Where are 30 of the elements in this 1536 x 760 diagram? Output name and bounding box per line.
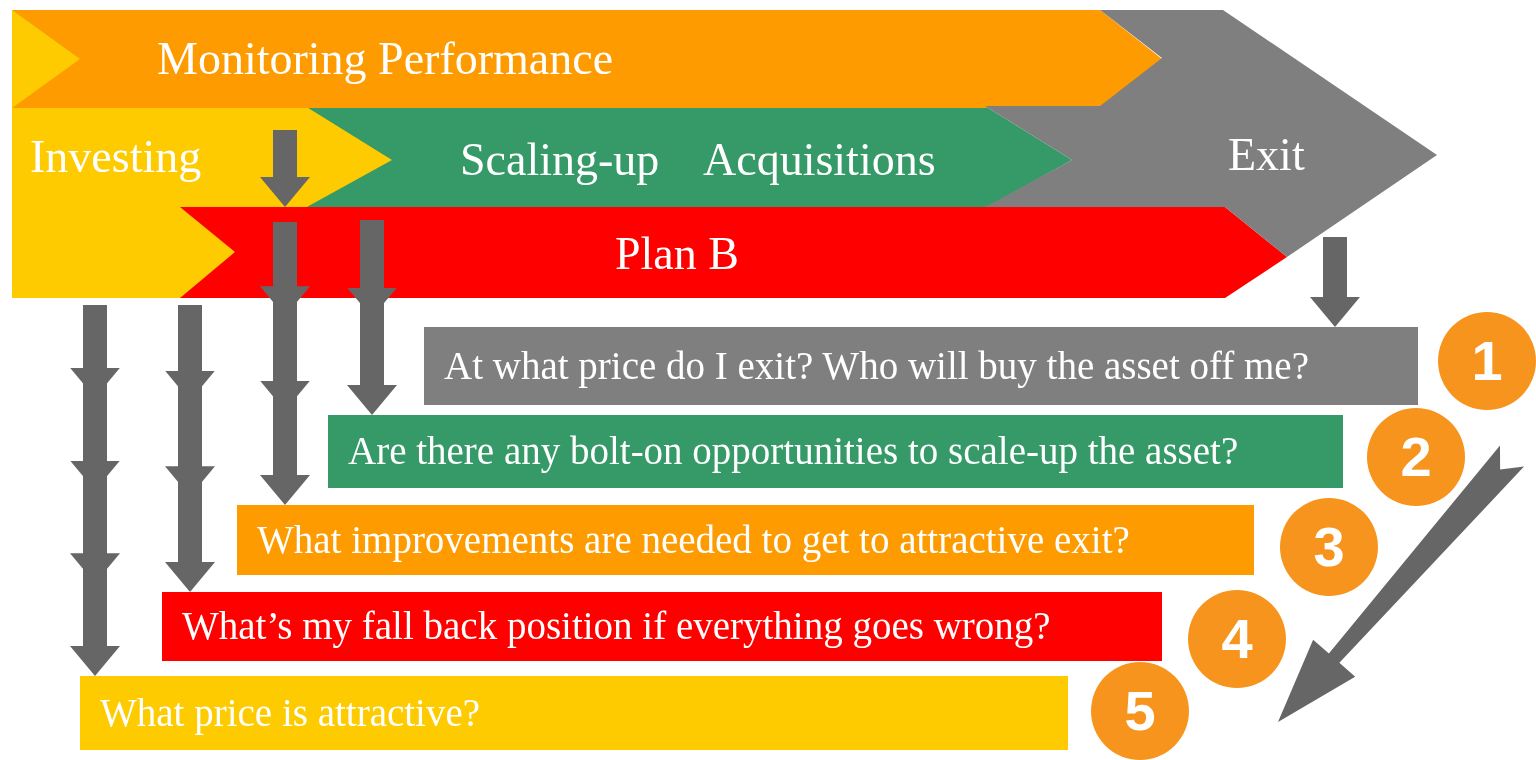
question-text: What improvements are needed to get to attractive exit? xyxy=(257,516,1130,564)
question-box xyxy=(424,327,1418,405)
block-arrow xyxy=(260,130,310,207)
chevron-band xyxy=(180,207,1287,298)
question-text: Are there any bolt-on opportunities to scale-up the asset? xyxy=(348,428,1239,475)
band-label: Scaling-up xyxy=(460,133,660,187)
block-arrow xyxy=(70,305,120,676)
band-label: Investing xyxy=(30,130,202,184)
chevron-band xyxy=(985,10,1437,257)
question-box xyxy=(162,592,1162,661)
block-arrow xyxy=(347,220,397,415)
band-label: Exit xyxy=(1228,128,1305,182)
question-text: What price is attractive? xyxy=(100,689,481,737)
question-box xyxy=(237,505,1254,575)
step-number: 2 xyxy=(1400,429,1432,485)
step-number: 4 xyxy=(1221,611,1253,667)
block-arrow xyxy=(165,305,215,592)
question-text: What’s my fall back position if everything goes wrong? xyxy=(182,603,1051,650)
band-label: Monitoring Performance xyxy=(157,32,614,86)
band-label: Acquisitions xyxy=(703,133,936,187)
question-box xyxy=(80,676,1068,750)
block-arrow xyxy=(1310,237,1360,327)
step-number: 3 xyxy=(1313,519,1345,575)
question-box xyxy=(328,415,1343,488)
band-label: Plan B xyxy=(615,227,739,281)
step-number: 5 xyxy=(1124,683,1156,739)
step-number: 1 xyxy=(1471,333,1503,389)
question-text: At what price do I exit? Who will buy the asset off me? xyxy=(444,342,1309,390)
chevron-band xyxy=(12,10,1162,108)
block-arrow xyxy=(260,222,310,505)
